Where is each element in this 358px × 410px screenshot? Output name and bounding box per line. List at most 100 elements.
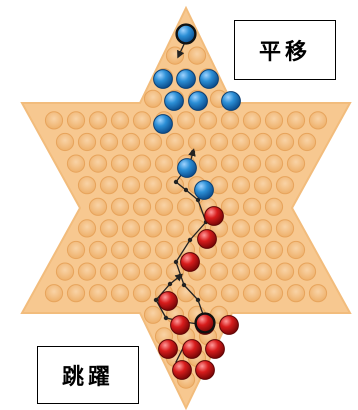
board-hole[interactable] bbox=[88, 111, 108, 130]
red-piece[interactable] bbox=[158, 339, 178, 359]
board-hole[interactable] bbox=[242, 284, 262, 303]
board-hole[interactable] bbox=[77, 176, 97, 195]
board-hole[interactable] bbox=[220, 240, 240, 260]
board-hole[interactable] bbox=[231, 176, 251, 195]
board-hole[interactable] bbox=[264, 240, 284, 260]
board-hole[interactable] bbox=[264, 284, 284, 303]
red-piece[interactable] bbox=[195, 360, 215, 380]
board-hole[interactable] bbox=[77, 219, 97, 238]
board-hole[interactable] bbox=[88, 284, 108, 303]
board-hole[interactable] bbox=[132, 111, 152, 130]
board-hole[interactable] bbox=[110, 284, 130, 303]
blue-piece[interactable] bbox=[176, 69, 196, 89]
board-hole[interactable] bbox=[132, 284, 152, 303]
board-hole[interactable] bbox=[154, 154, 174, 173]
board-hole[interactable] bbox=[187, 132, 207, 152]
board-hole[interactable] bbox=[110, 240, 130, 260]
board-hole[interactable] bbox=[165, 176, 185, 195]
red-piece[interactable] bbox=[197, 229, 217, 249]
board-hole[interactable] bbox=[99, 176, 119, 195]
board-hole[interactable] bbox=[264, 197, 284, 216]
board-hole[interactable] bbox=[297, 132, 317, 152]
board-hole[interactable] bbox=[132, 154, 152, 173]
blue-piece[interactable] bbox=[194, 180, 214, 200]
board-hole[interactable] bbox=[66, 240, 86, 260]
board-hole[interactable] bbox=[209, 132, 229, 152]
board-hole[interactable] bbox=[275, 219, 295, 238]
board-hole[interactable] bbox=[44, 111, 64, 130]
board-hole[interactable] bbox=[242, 154, 262, 173]
board-hole[interactable] bbox=[99, 219, 119, 238]
board-hole[interactable] bbox=[231, 132, 251, 152]
board-hole[interactable] bbox=[242, 240, 262, 260]
red-piece[interactable] bbox=[172, 360, 192, 380]
board-hole[interactable] bbox=[253, 132, 273, 152]
board-hole[interactable] bbox=[187, 46, 207, 65]
board-hole[interactable] bbox=[165, 132, 185, 152]
red-piece[interactable] bbox=[170, 315, 190, 335]
board-hole[interactable] bbox=[143, 262, 163, 281]
board-hole[interactable] bbox=[121, 132, 141, 152]
board-hole[interactable] bbox=[121, 176, 141, 195]
board-hole[interactable] bbox=[88, 197, 108, 216]
selected-red-piece[interactable] bbox=[194, 312, 216, 334]
board-hole[interactable] bbox=[66, 154, 86, 173]
board-hole[interactable] bbox=[198, 111, 218, 130]
blue-piece[interactable] bbox=[175, 23, 197, 45]
board-hole[interactable] bbox=[132, 240, 152, 260]
blue-piece[interactable] bbox=[153, 69, 173, 89]
board-hole[interactable] bbox=[176, 111, 196, 130]
blue-piece[interactable] bbox=[177, 158, 197, 178]
board-hole[interactable] bbox=[308, 284, 328, 303]
board-hole[interactable] bbox=[143, 89, 163, 108]
board-hole[interactable] bbox=[308, 111, 328, 130]
blue-piece[interactable] bbox=[188, 91, 208, 111]
board-hole[interactable] bbox=[110, 197, 130, 216]
board-hole[interactable] bbox=[55, 262, 75, 281]
board-hole[interactable] bbox=[275, 132, 295, 152]
board-hole[interactable] bbox=[121, 219, 141, 238]
board-hole[interactable] bbox=[176, 197, 196, 216]
board-hole[interactable] bbox=[165, 219, 185, 238]
board-hole[interactable] bbox=[253, 262, 273, 281]
board-hole[interactable] bbox=[88, 240, 108, 260]
board-hole[interactable] bbox=[88, 154, 108, 173]
board-hole[interactable] bbox=[198, 154, 218, 173]
board-hole[interactable] bbox=[198, 284, 218, 303]
board-hole[interactable] bbox=[110, 154, 130, 173]
red-piece[interactable] bbox=[180, 252, 200, 272]
board-hole[interactable] bbox=[77, 262, 97, 281]
board-hole[interactable] bbox=[220, 284, 240, 303]
board-hole[interactable] bbox=[66, 111, 86, 130]
board-hole[interactable] bbox=[77, 132, 97, 152]
board-hole[interactable] bbox=[220, 111, 240, 130]
board-hole[interactable] bbox=[99, 262, 119, 281]
board-hole[interactable] bbox=[264, 111, 284, 130]
blue-piece[interactable] bbox=[221, 91, 241, 111]
board-hole[interactable] bbox=[253, 176, 273, 195]
board-hole[interactable] bbox=[154, 197, 174, 216]
red-piece[interactable] bbox=[219, 315, 239, 335]
board-hole[interactable] bbox=[264, 154, 284, 173]
board-hole[interactable] bbox=[231, 219, 251, 238]
board-hole[interactable] bbox=[99, 132, 119, 152]
board-hole[interactable] bbox=[253, 219, 273, 238]
blue-piece[interactable] bbox=[164, 91, 184, 111]
board-hole[interactable] bbox=[66, 284, 86, 303]
board-hole[interactable] bbox=[242, 111, 262, 130]
blue-piece[interactable] bbox=[153, 114, 173, 134]
board-hole[interactable] bbox=[220, 154, 240, 173]
red-piece[interactable] bbox=[158, 291, 178, 311]
board-hole[interactable] bbox=[286, 154, 306, 173]
board-hole[interactable] bbox=[143, 176, 163, 195]
board-hole[interactable] bbox=[286, 284, 306, 303]
blue-piece[interactable] bbox=[199, 69, 219, 89]
red-piece[interactable] bbox=[182, 339, 202, 359]
board-hole[interactable] bbox=[121, 262, 141, 281]
board-hole[interactable] bbox=[275, 176, 295, 195]
board-hole[interactable] bbox=[231, 262, 251, 281]
red-piece[interactable] bbox=[204, 206, 224, 226]
board-hole[interactable] bbox=[143, 132, 163, 152]
board-hole[interactable] bbox=[143, 305, 163, 324]
board-hole[interactable] bbox=[154, 240, 174, 260]
